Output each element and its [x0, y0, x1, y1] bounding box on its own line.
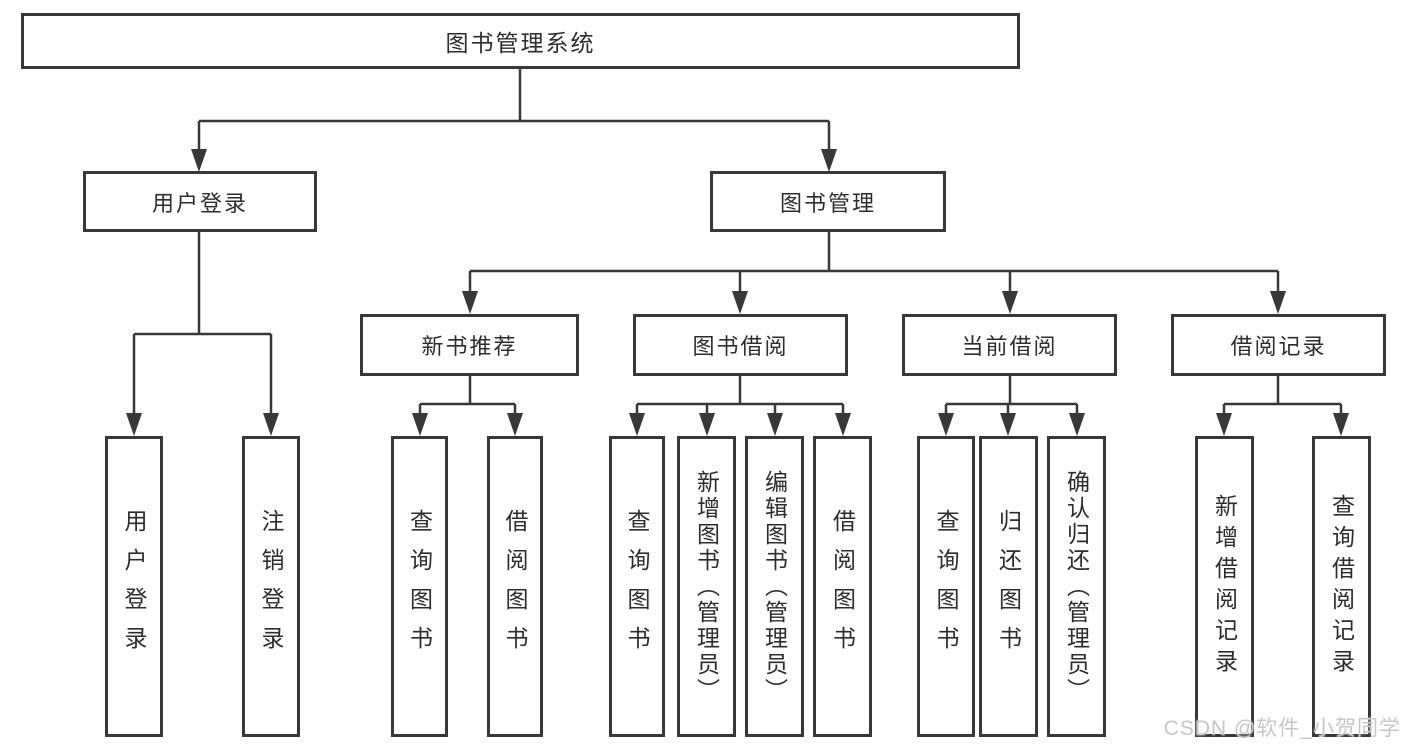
- leaf-label: 查询图书: [406, 508, 433, 665]
- node-label: 当前借阅: [961, 334, 1058, 359]
- leaf-edit-books-admin: 编辑图书（管理员）: [745, 436, 804, 737]
- leaf-return-books: 归还图书: [979, 436, 1038, 737]
- leaf-label: 确认归还（管理员）: [1063, 469, 1090, 704]
- leaf-add-borrow-record: 新增借阅记录: [1195, 436, 1254, 737]
- leaf-query-books: 查询图书: [917, 436, 975, 737]
- leaf-label: 查询借阅记录: [1328, 493, 1355, 680]
- node-label: 图书管理系统: [445, 30, 596, 56]
- leaf-label: 新增图书（管理员）: [693, 469, 720, 704]
- leaf-label: 用户登录: [121, 508, 147, 665]
- node-user-login: 用户登录: [83, 171, 317, 232]
- node-current-borrow: 当前借阅: [902, 314, 1117, 376]
- leaf-label: 编辑图书（管理员）: [761, 469, 788, 704]
- node-label: 图书管理: [779, 190, 876, 216]
- leaf-label: 借阅图书: [502, 508, 528, 665]
- leaf-query-books: 查询图书: [609, 436, 665, 737]
- leaf-add-books-admin: 新增图书（管理员）: [677, 436, 736, 737]
- node-label: 用户登录: [151, 190, 248, 216]
- leaf-label: 查询图书: [933, 508, 959, 665]
- node-borrow-records: 借阅记录: [1171, 314, 1386, 376]
- leaf-label: 归还图书: [995, 508, 1022, 665]
- leaf-query-borrow-record: 查询借阅记录: [1312, 436, 1371, 737]
- node-new-book-recommend: 新书推荐: [360, 314, 579, 376]
- leaf-confirm-return-admin: 确认归还（管理员）: [1047, 436, 1106, 737]
- node-book-management: 图书管理: [710, 171, 946, 232]
- leaf-borrow-books: 借阅图书: [487, 436, 543, 737]
- leaf-label: 借阅图书: [829, 508, 856, 665]
- node-label: 借阅记录: [1230, 334, 1327, 359]
- leaf-label: 注销登录: [258, 508, 284, 665]
- csdn-watermark: CSDN @软件_小贺同学: [1163, 717, 1401, 740]
- node-label: 新书推荐: [421, 334, 518, 359]
- node-label: 图书借阅: [692, 334, 789, 359]
- leaf-label: 查询图书: [624, 508, 650, 665]
- leaf-label: 新增借阅记录: [1211, 493, 1238, 680]
- node-book-borrow: 图书借阅: [633, 314, 848, 376]
- node-library-management-system: 图书管理系统: [21, 13, 1020, 69]
- leaf-query-books: 查询图书: [391, 436, 448, 737]
- leaf-borrow-books: 借阅图书: [813, 436, 872, 737]
- leaf-user-login: 用户登录: [105, 436, 163, 737]
- leaf-logout: 注销登录: [242, 436, 300, 737]
